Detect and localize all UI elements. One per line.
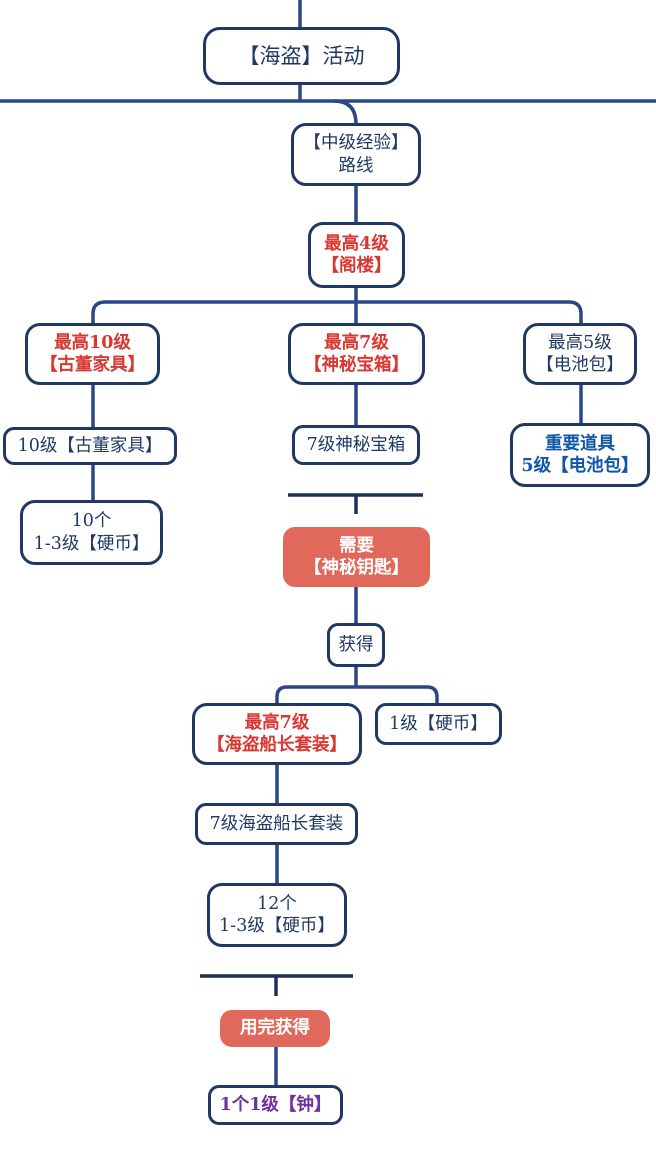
connector-branch-bar [91,300,583,325]
node-label: 最高4级 [324,233,389,254]
node-pirate-captain-set-max: 最高7级 【海盗船长套装】 [192,703,362,765]
node-label: 获得 [338,634,374,655]
node-label: 【神秘钥匙】 [304,558,409,578]
node-label: 【神秘宝箱】 [304,355,409,375]
node-label: 12个 [257,893,297,914]
node-attic-max-level: 最高4级 【阁楼】 [308,222,405,288]
node-label: 【古董家具】 [40,355,145,375]
node-label: 最高5级 [548,332,612,353]
node-used-up-obtain: 用完获得 [220,1010,330,1047]
node-label: 1个1级【钟】 [219,1094,332,1115]
node-need-mystery-key: 需要 【神秘钥匙】 [283,527,430,587]
node-label: 【阁楼】 [321,256,392,276]
node-label: 10个 [71,511,112,532]
node-mystery-chest-max: 最高7级 【神秘宝箱】 [288,323,425,385]
node-label: 最高7级 [244,712,310,733]
node-coin-lv1: 1级【硬币】 [375,703,502,745]
node-clock-lv1: 1个1级【钟】 [208,1085,343,1125]
node-label: 1级【硬币】 [389,713,488,734]
node-obtain: 获得 [327,623,385,667]
node-battery-pack-max: 最高5级 【电池包】 [523,323,637,385]
node-intermediate-exp-route: 【中级经验】 路线 [291,123,421,186]
node-label: 1-3级【硬币】 [33,533,150,554]
node-label: 用完获得 [240,1018,310,1039]
node-antique-furniture-lv10: 10级【古董家具】 [3,427,177,465]
node-label: 5级【电池包】 [521,456,639,476]
connector-split-bar [275,685,439,705]
node-label: 【中级经验】 [303,133,409,154]
node-antique-furniture-max: 最高10级 【古董家具】 [25,323,160,385]
node-pirate-activity: 【海盗】活动 [203,27,400,85]
node-label: 路线 [338,155,374,176]
node-pirate-captain-set-lv7: 7级海盗船长套装 [195,803,358,845]
node-coins-12x: 12个 1-3级【硬币】 [207,883,347,947]
node-coins-10x: 10个 1-3级【硬币】 [20,500,163,565]
node-label: 1-3级【硬币】 [219,916,335,936]
node-battery-pack-important-item: 重要道具 5级【电池包】 [510,423,650,487]
node-label: 10级【古董家具】 [17,435,163,456]
node-label: 最高7级 [324,332,389,353]
node-label: 需要 [339,535,374,556]
connector-trunk-to-route [333,99,358,125]
node-label: 最高10级 [54,332,131,353]
node-mystery-chest-lv7: 7级神秘宝箱 [292,425,420,465]
node-label: 7级神秘宝箱 [306,434,406,455]
node-label: 【海盗船长套装】 [207,735,347,755]
node-label: 7级海盗船长套装 [209,813,344,834]
node-label: 重要道具 [545,433,615,454]
node-label: 【海盗】活动 [238,43,365,68]
node-label: 【电池包】 [536,355,624,375]
